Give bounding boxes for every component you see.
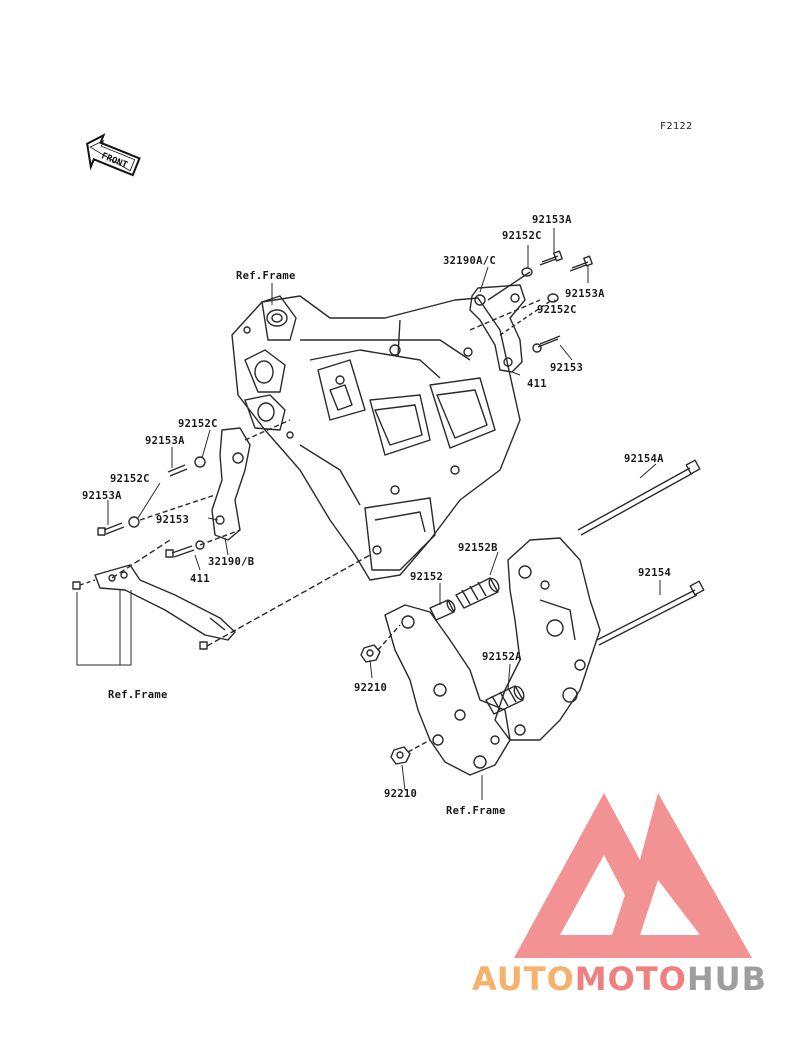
bracket-upper-right [469,284,526,373]
part-label-92152: 92152 [410,571,444,583]
front-direction-icon: FRONT [86,133,141,177]
automotohub-watermark: AUTOMOTOHUB [472,960,767,998]
watermark-hub: HUB [686,960,768,998]
fasteners-upper-right [469,250,593,353]
ref-frame-label-left: Ref.Frame [108,689,168,701]
ref-frame-label-bottom: Ref.Frame [446,805,506,817]
part-label-411: 411 [190,573,210,585]
part-label-92152C: 92152C [537,304,577,316]
bracket-left [97,419,291,558]
leader-lines [107,228,661,800]
automotohub-logo-icon [514,793,752,958]
engine-bracket-right [494,537,601,741]
main-frame [231,295,521,581]
part-label-92153A: 92153A [532,214,572,226]
part-label-92153A: 92153A [145,435,185,447]
nuts [360,624,431,765]
watermark-moto: MOTO [574,960,687,998]
part-label-92210: 92210 [384,788,418,800]
part-label-92152C: 92152C [110,473,150,485]
part-label-92154: 92154 [638,567,672,579]
part-label-92153A: 92153A [565,288,605,300]
part-label-32190B: 32190/B [208,556,255,568]
part-label-92152B: 92152B [458,542,498,554]
engine-bracket-left [384,604,511,776]
part-label-411: 411 [527,378,547,390]
part-label-92153: 92153 [156,514,190,526]
part-label-92152A: 92152A [482,651,522,663]
part-label-32190AC: 32190A/C [443,255,496,267]
watermark-auto: AUTO [472,960,575,998]
part-label-92153A: 92153A [82,490,122,502]
part-label-92152C: 92152C [178,418,218,430]
part-label-92152C: 92152C [502,230,542,242]
figure-code: F2122 [660,121,693,132]
lower-left-stay [72,539,371,666]
part-label-92154A: 92154A [624,453,664,465]
through-bolts [577,459,705,646]
collars [429,577,525,715]
ref-frame-label-top: Ref.Frame [236,270,296,282]
part-label-92153: 92153 [550,362,584,374]
part-label-92210: 92210 [354,682,388,694]
